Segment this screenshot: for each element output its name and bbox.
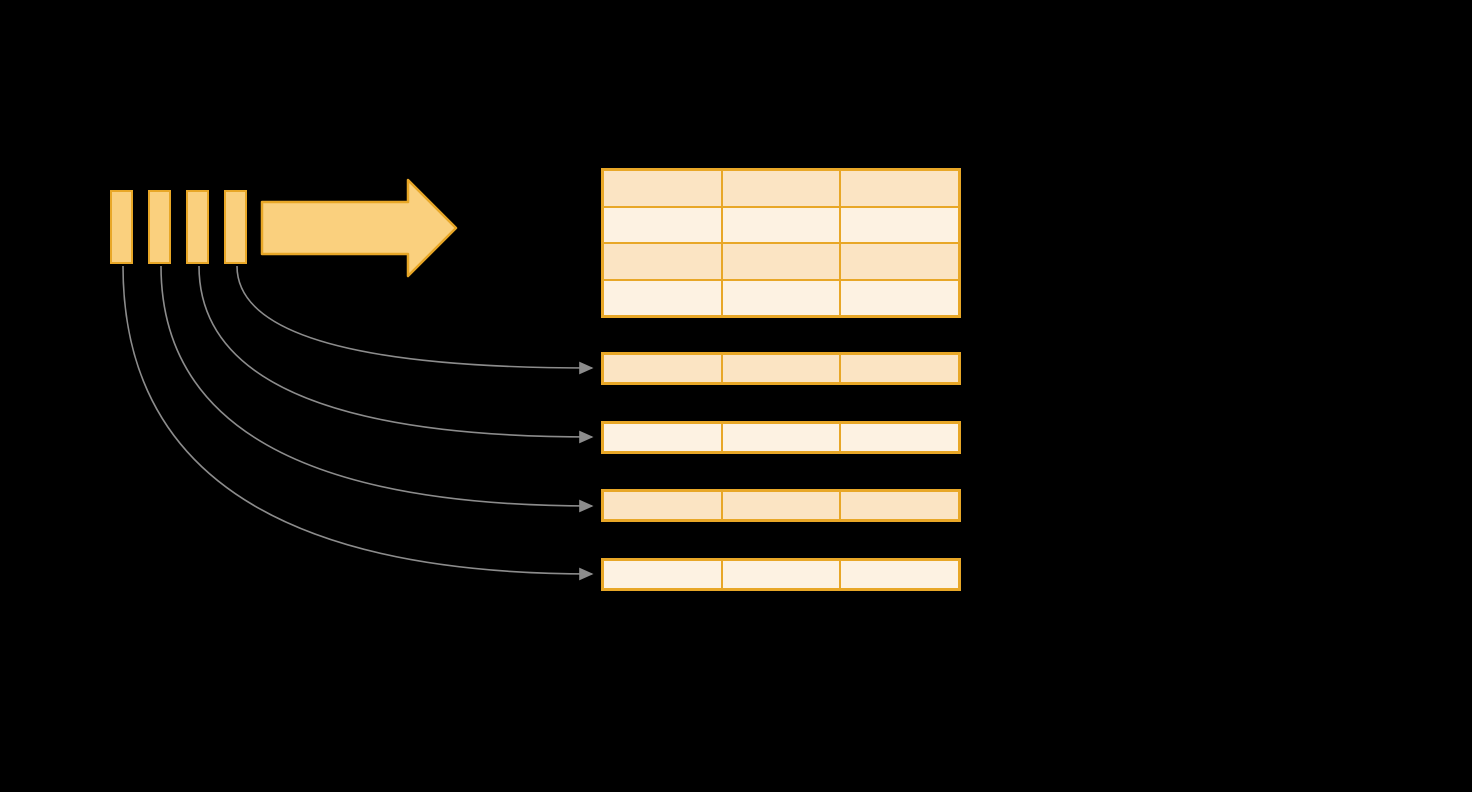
table-cell: [840, 170, 959, 207]
table-cell: [603, 279, 722, 316]
row-table: [601, 489, 961, 522]
table-cell: [840, 423, 959, 452]
table-cell: [603, 354, 722, 383]
source-bar: [148, 190, 171, 264]
table-cell: [840, 491, 959, 520]
table-cell: [603, 560, 722, 589]
table-cell: [721, 206, 841, 243]
table-cell: [721, 279, 841, 316]
table-cell: [721, 423, 841, 452]
table-cell: [721, 560, 841, 589]
row-table: [601, 421, 961, 454]
source-bar: [110, 190, 133, 264]
table-cell: [840, 354, 959, 383]
table-cell: [603, 243, 722, 280]
table-cell: [721, 243, 841, 280]
table-cell: [840, 243, 959, 280]
table-cell: [840, 560, 959, 589]
table-cell: [721, 170, 841, 207]
curved-right-arrow-icon: [198, 265, 594, 444]
source-bar: [224, 190, 247, 264]
source-bar: [186, 190, 209, 264]
table-cell: [603, 423, 722, 452]
curved-right-arrow-icon: [122, 265, 594, 581]
table-cell: [721, 354, 841, 383]
main-table: [601, 168, 961, 318]
curved-right-arrow-icon: [160, 265, 594, 513]
flow-arrow-icon: [260, 178, 458, 278]
curved-right-arrow-icon: [236, 265, 594, 375]
table-cell: [603, 170, 722, 207]
row-table: [601, 352, 961, 385]
table-cell: [603, 206, 722, 243]
table-cell: [603, 491, 722, 520]
table-cell: [840, 279, 959, 316]
table-cell: [721, 491, 841, 520]
row-table: [601, 558, 961, 591]
table-cell: [840, 206, 959, 243]
